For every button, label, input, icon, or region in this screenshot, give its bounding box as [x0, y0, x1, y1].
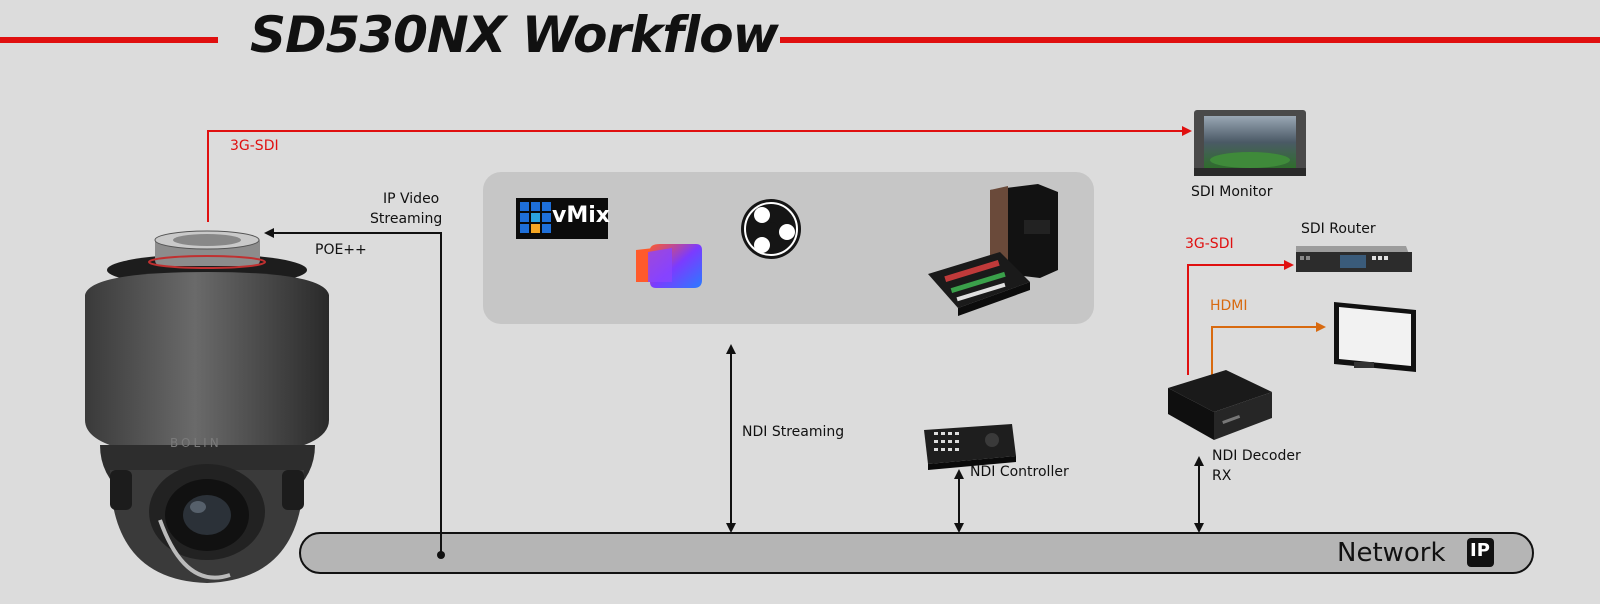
ndi-controller-icon: [924, 424, 1016, 470]
vmix-logo-text: vMix: [552, 203, 610, 228]
ndi-decoder-label-line1: NDI Decoder: [1212, 448, 1301, 464]
sdi-top-label: 3G-SDI: [230, 138, 279, 154]
poe-label: POE++: [315, 242, 367, 258]
ip-video-label-line2: Streaming: [370, 211, 443, 227]
title-rule-left: [0, 37, 218, 43]
ndi-decoder-label-line2: RX: [1212, 468, 1232, 484]
obs-logo-icon: [741, 199, 801, 259]
ip-video-link: [264, 228, 442, 555]
streamyard-logo-icon: [636, 244, 702, 288]
ip-video-link-node: [437, 551, 445, 559]
camera-brand-text: BOLIN: [170, 436, 222, 450]
ndi-streaming-label: NDI Streaming: [742, 424, 845, 440]
ndi-decoder-icon: [1168, 370, 1272, 440]
network-bus: [299, 532, 1534, 574]
ip-video-label-line1: IP Video: [383, 191, 440, 207]
ptz-camera-icon: [85, 230, 329, 583]
sdi-link-to-monitor: [207, 126, 1192, 222]
ndi-controller-label: NDI Controller: [970, 464, 1069, 480]
tricaster-icon: [928, 184, 1058, 316]
hdmi-link: [1211, 322, 1326, 375]
page-title: SD530NX Workflow: [250, 6, 779, 64]
hdmi-link-label: HDMI: [1210, 298, 1248, 314]
vmix-logo-icon: [516, 198, 608, 239]
sdi-router-link-label: 3G-SDI: [1185, 236, 1234, 252]
ip-badge-label: IP: [1470, 540, 1490, 561]
ip-badge: [1467, 538, 1494, 567]
sdi-link-to-router: [1187, 260, 1294, 375]
title-rule-right: [780, 37, 1600, 43]
network-label: Network: [1337, 538, 1446, 568]
hdmi-monitor-icon: [1334, 302, 1416, 372]
sdi-router-icon: [1296, 246, 1412, 272]
sdi-monitor-icon: [1194, 110, 1306, 176]
sdi-router-label: SDI Router: [1301, 221, 1376, 237]
sdi-monitor-label: SDI Monitor: [1191, 184, 1273, 200]
